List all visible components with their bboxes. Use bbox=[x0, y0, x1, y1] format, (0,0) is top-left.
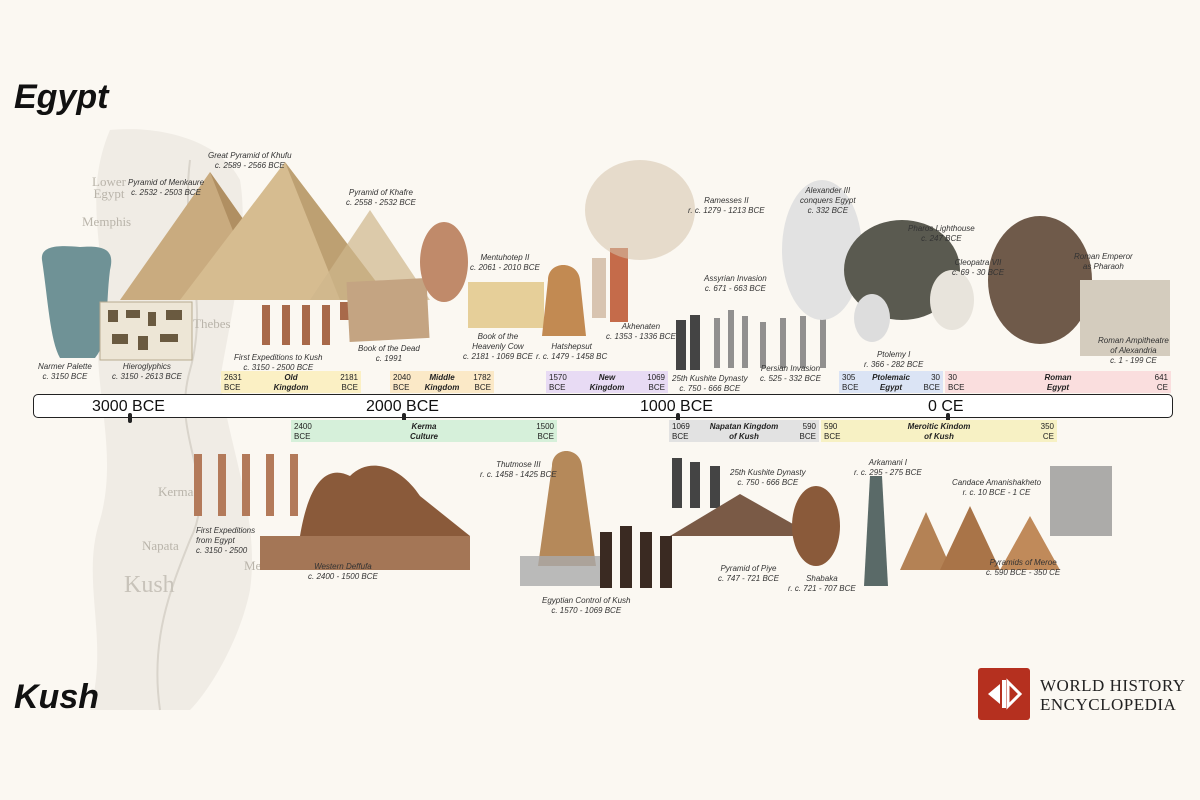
egypt-artwork bbox=[41, 160, 1170, 370]
map-label-thebes: Thebes bbox=[193, 316, 231, 331]
region-title-kush: Kush bbox=[14, 678, 99, 716]
map-label-napata: Napata bbox=[142, 538, 179, 553]
axis-tick-3000bce bbox=[128, 413, 132, 423]
map-label-memphis: Memphis bbox=[82, 214, 132, 229]
map-label-kush: Kush bbox=[124, 572, 175, 598]
axis-tick-2000bce bbox=[402, 413, 406, 423]
axis-label-0ce: 0 CE bbox=[928, 398, 964, 415]
axis-label-2000bce: 2000 BCE bbox=[366, 398, 439, 415]
axis-tick-0ce bbox=[946, 413, 950, 423]
map-label-kerma: Kerma bbox=[158, 484, 194, 499]
region-title-egypt: Egypt bbox=[14, 78, 109, 116]
axis-label-3000bce: 3000 BCE bbox=[92, 398, 165, 415]
timeline-axis bbox=[33, 394, 1173, 418]
axis-label-1000bce: 1000 BCE bbox=[640, 398, 713, 415]
kush-artwork bbox=[194, 451, 1112, 588]
axis-tick-1000bce bbox=[676, 413, 680, 423]
logo-mark-icon bbox=[978, 668, 1030, 720]
